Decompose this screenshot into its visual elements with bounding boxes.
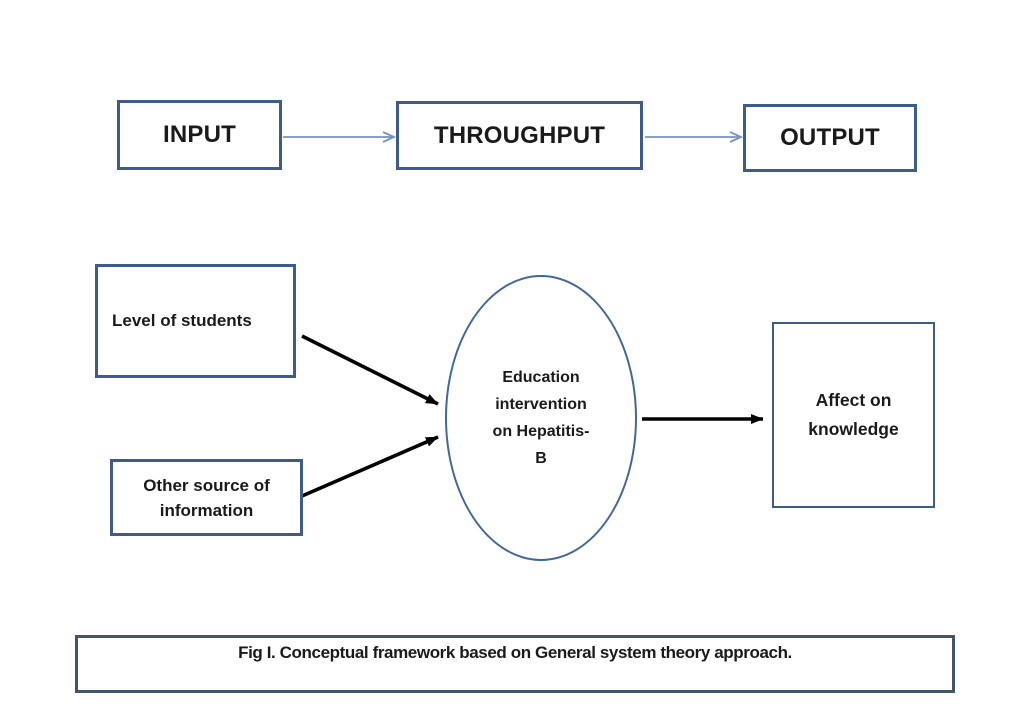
node-intervention-line3: on Hepatitis- <box>492 423 590 440</box>
node-other-source-box: Other source of information <box>110 459 303 536</box>
node-affect-line1: Affect on <box>815 390 892 410</box>
node-output-box: OUTPUT <box>743 104 917 172</box>
node-input-box: INPUT <box>117 100 282 170</box>
node-affect-line2: knowledge <box>808 419 899 439</box>
node-intervention-line2: intervention <box>495 396 587 413</box>
node-affect-on-knowledge-box: Affect on knowledge <box>772 322 935 508</box>
node-other-source-line2: information <box>159 500 254 520</box>
figure-caption-text: Fig I. Conceptual framework based on Gen… <box>238 643 792 662</box>
node-intervention-line1: Education <box>502 369 580 386</box>
arrow-level-to-intervention <box>301 334 439 406</box>
node-level-of-students-box: Level of students <box>95 264 296 378</box>
arrow-othersource-to-intervention <box>301 435 439 498</box>
node-level-of-students-label: Level of students <box>112 311 252 330</box>
node-other-source-line1: Other source of <box>143 475 270 495</box>
node-output-label: OUTPUT <box>780 124 880 151</box>
node-education-intervention-ellipse: Education intervention on Hepatitis- B <box>445 275 637 561</box>
node-intervention-line4: B <box>535 450 547 467</box>
node-throughput-box: THROUGHPUT <box>396 101 643 170</box>
figure-caption-box: Fig I. Conceptual framework based on Gen… <box>75 635 955 693</box>
node-input-label: INPUT <box>163 121 236 148</box>
node-throughput-label: THROUGHPUT <box>433 121 606 149</box>
